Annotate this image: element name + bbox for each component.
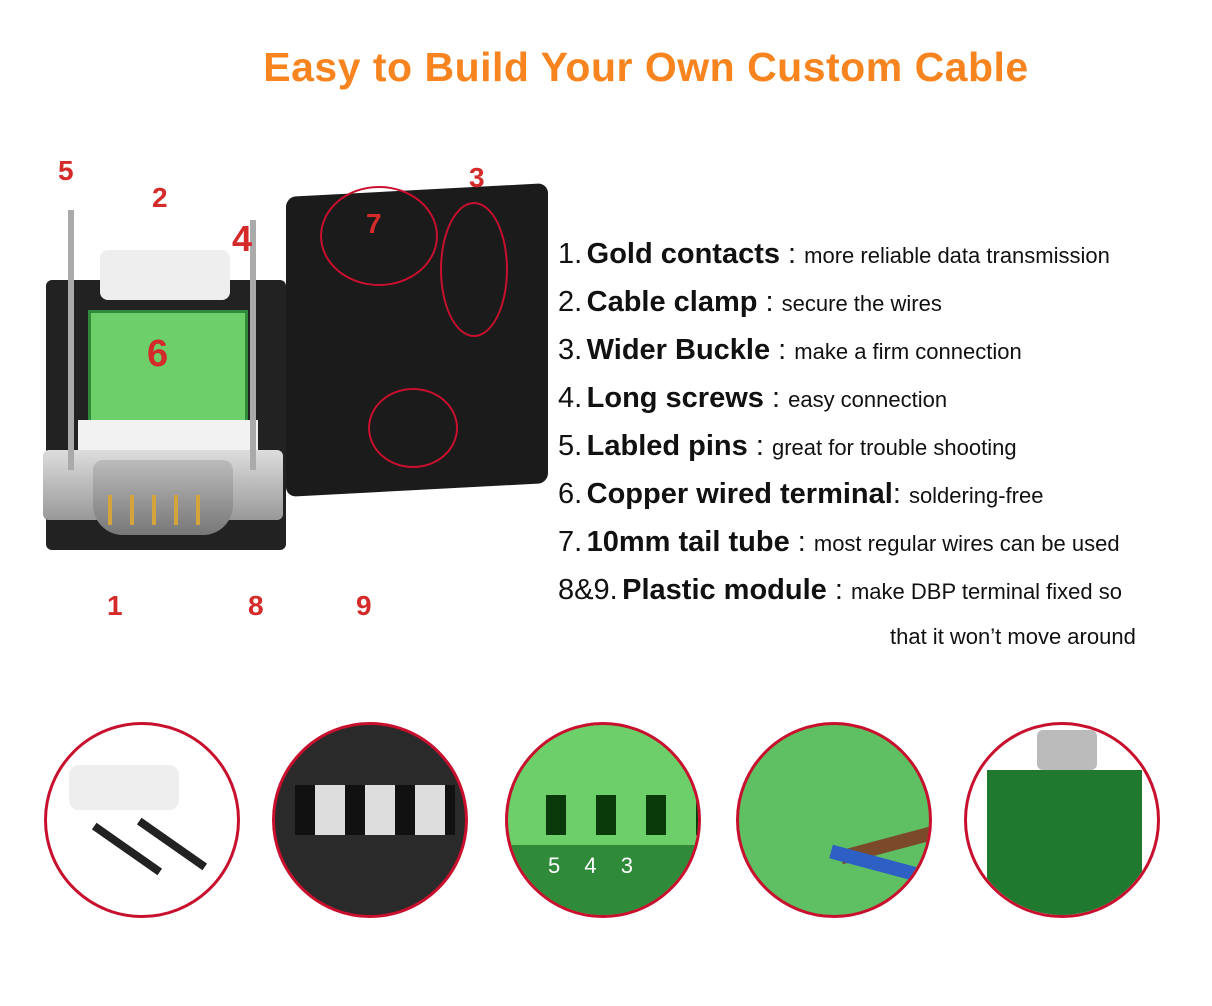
pcb-terminal (88, 310, 248, 440)
label-2: 2 (152, 182, 168, 213)
callout-circle-9 (368, 388, 458, 468)
feature-item: 1. Gold contacts : more reliable data tr… (558, 238, 1110, 270)
clamp-icon (69, 765, 179, 810)
feature-item: 8&9. Plastic module : make DBP terminal … (558, 574, 1123, 606)
callout-circle-3 (440, 202, 508, 337)
terminal-slots (528, 795, 698, 835)
callout-circle-7 (320, 186, 438, 286)
feature-item: 5. Labled pins : great for trouble shoot… (558, 430, 1017, 462)
label-7: 7 (366, 208, 382, 239)
label-9: 9 (356, 590, 372, 621)
feature-item: 3. Wider Buckle : make a firm connection (558, 334, 1022, 366)
db9-port (1037, 730, 1097, 770)
long-screw-right (250, 220, 256, 470)
detail-buckle (272, 722, 468, 918)
label-8: 8 (248, 590, 264, 621)
feature-list: 1. Gold contacts : more reliable data tr… (558, 238, 1208, 622)
detail-copper-terminal (736, 722, 932, 918)
feature-item: 2. Cable clamp : secure the wires (558, 286, 942, 318)
connector-photo (28, 150, 558, 650)
buckle-slots (295, 785, 455, 835)
detail-pcb-back (964, 722, 1160, 918)
pcb-strip: 5 4 3 (508, 845, 698, 915)
feature-item: 7. 10mm tail tube : most regular wires c… (558, 526, 1120, 558)
pin-number: 4 (584, 853, 597, 878)
label-3: 3 (469, 162, 485, 193)
label-5: 5 (58, 155, 74, 186)
detail-clamp-screws (44, 722, 240, 918)
long-screw-left (68, 210, 74, 470)
feature-item: 6. Copper wired terminal: soldering-free (558, 478, 1044, 510)
label-4: 4 (232, 218, 253, 259)
cable-clamp (100, 250, 230, 300)
detail-labeled-pins: 5 4 3 (505, 722, 701, 918)
label-1: 1 (107, 590, 123, 621)
gold-pins (108, 495, 218, 525)
feature-continuation: that it won’t move around (890, 624, 1136, 649)
pin-number: 3 (620, 853, 633, 878)
page-title: Easy to Build Your Own Custom Cable (263, 44, 1029, 90)
pin-number: 5 (548, 853, 561, 878)
label-6: 6 (147, 333, 169, 375)
feature-item: 4. Long screws : easy connection (558, 382, 948, 414)
pcb-board (987, 770, 1142, 915)
